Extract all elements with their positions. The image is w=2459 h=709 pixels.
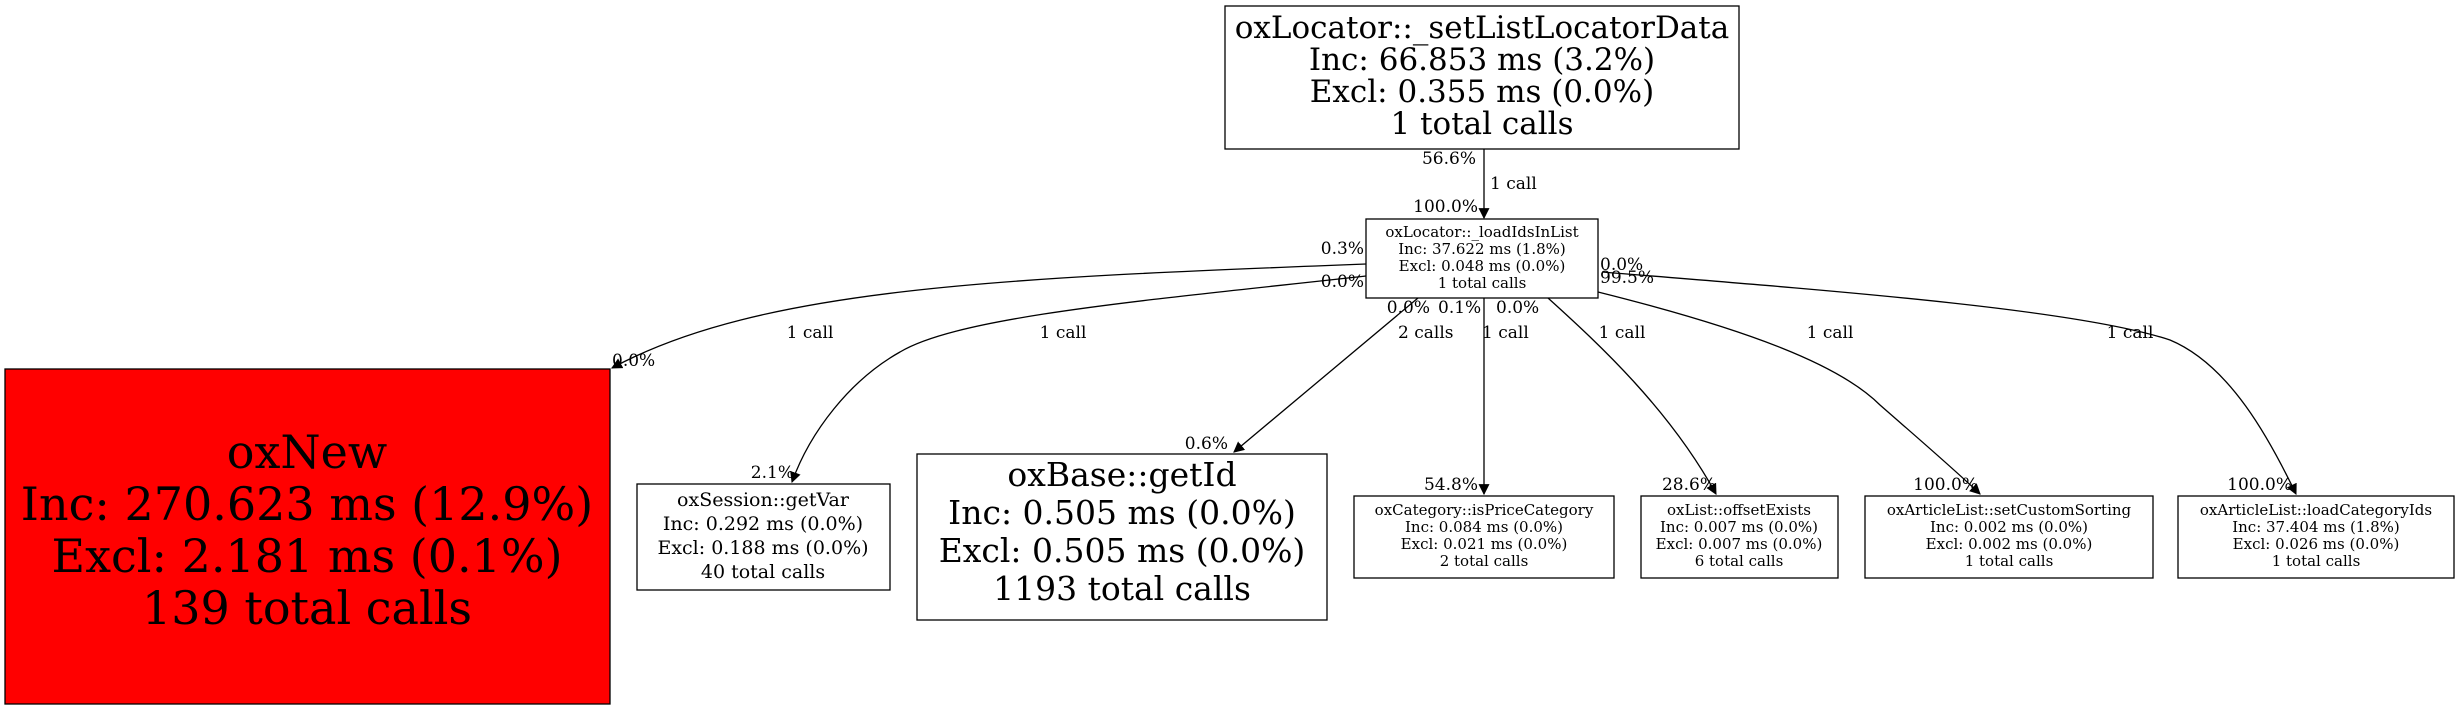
edge-loadcategoryids-calls-label: 1 call [2107, 323, 2154, 343]
node-getvar[interactable]: oxSession::getVar Inc: 0.292 ms (0.0%) E… [636, 483, 891, 591]
node-getid-calls: 1193 total calls [993, 569, 1251, 608]
node-getvar-calls: 40 total calls [701, 561, 825, 583]
node-getid-inc: Inc: 0.505 ms (0.0%) [948, 493, 1296, 532]
node-getid-name: oxBase::getId [1007, 455, 1236, 494]
node-ispricecategory[interactable]: oxCategory::isPriceCategory Inc: 0.084 m… [1353, 495, 1615, 579]
node-getid-excl: Excl: 0.505 ms (0.0%) [939, 531, 1306, 570]
node-getid[interactable]: oxBase::getId Inc: 0.505 ms (0.0%) Excl:… [916, 453, 1328, 621]
edge-labels: 56.6% 1 call 100.0% 0.3% 1 call 0.0% 0.0… [612, 149, 2292, 495]
node-loadcategoryids-inc: Inc: 37.404 ms (1.8%) [2232, 518, 2400, 536]
edge-ispricecategory-head-label: 54.8% [1424, 475, 1478, 495]
node-ispricecategory-excl: Excl: 0.021 ms (0.0%) [1401, 535, 1568, 553]
edge-offsetexists-tail-label: 0.0% [1496, 298, 1539, 318]
node-setcustomsorting-inc: Inc: 0.002 ms (0.0%) [1930, 518, 2088, 536]
node-root[interactable]: oxLocator::_setListLocatorData Inc: 66.8… [1224, 5, 1740, 150]
edge-ispricecategory-calls-label: 1 call [1482, 323, 1529, 343]
edge-getvar-tail-label: 0.0% [1321, 272, 1364, 292]
node-root-calls: 1 total calls [1391, 106, 1574, 142]
edge-loadcategoryids-tail-label: 99.5% [1600, 268, 1654, 288]
node-setcustomsorting-box [1864, 495, 2154, 579]
edge-root-tail-label: 56.6% [1422, 149, 1476, 169]
node-oxnew[interactable]: oxNew Inc: 270.623 ms (12.9%) Excl: 2.18… [4, 368, 611, 705]
edge-hub-to-setcustomsorting [1597, 291, 1981, 495]
node-offsetexists-calls: 6 total calls [1695, 552, 1784, 570]
edge-hub-to-getvar [790, 275, 1367, 484]
node-getvar-excl: Excl: 0.188 ms (0.0%) [657, 537, 868, 559]
edge-setcustomsorting-tail-label: 0.0% [1600, 255, 1643, 275]
edge-getid-tail-label: 0.0% [1387, 298, 1430, 318]
node-oxnew-box [4, 368, 611, 705]
edge-hub-to-loadcategoryids [1601, 271, 2297, 495]
node-hub[interactable]: oxLocator::_loadIdsInList Inc: 37.622 ms… [1365, 218, 1599, 299]
edge-oxnew-tail-label: 0.3% [1321, 239, 1364, 259]
edge-loadcategoryids-head-label: 100.0% [2227, 475, 2292, 495]
node-ispricecategory-box [1353, 495, 1615, 579]
node-hub-excl: Excl: 0.048 ms (0.0%) [1399, 257, 1566, 275]
node-loadcategoryids-box [2177, 495, 2455, 579]
node-root-excl: Excl: 0.355 ms (0.0%) [1310, 74, 1654, 110]
edge-offsetexists-head-label: 28.6% [1662, 475, 1716, 495]
node-loadcategoryids[interactable]: oxArticleList::loadCategoryIds Inc: 37.4… [2177, 495, 2455, 579]
node-setcustomsorting-calls: 1 total calls [1965, 552, 2054, 570]
node-oxnew-inc: Inc: 270.623 ms (12.9%) [21, 477, 593, 531]
node-getid-box [916, 453, 1328, 621]
edge-ispricecategory-tail-label: 0.1% [1438, 298, 1481, 318]
node-offsetexists-excl: Excl: 0.007 ms (0.0%) [1656, 535, 1823, 553]
edge-setcustomsorting-calls-label: 1 call [1807, 323, 1854, 343]
node-hub-inc: Inc: 37.622 ms (1.8%) [1398, 240, 1566, 258]
node-oxnew-calls: 139 total calls [142, 581, 472, 635]
node-offsetexists-box [1640, 495, 1839, 579]
node-root-name: oxLocator::_setListLocatorData [1235, 10, 1729, 46]
node-ispricecategory-inc: Inc: 0.084 ms (0.0%) [1405, 518, 1563, 536]
node-getvar-box [636, 483, 891, 591]
node-loadcategoryids-calls: 1 total calls [2272, 552, 2361, 570]
node-oxnew-excl: Excl: 2.181 ms (0.1%) [51, 529, 562, 583]
node-loadcategoryids-name: oxArticleList::loadCategoryIds [2200, 501, 2432, 519]
node-getvar-inc: Inc: 0.292 ms (0.0%) [663, 513, 863, 535]
node-setcustomsorting-name: oxArticleList::setCustomSorting [1887, 501, 2132, 519]
node-offsetexists[interactable]: oxList::offsetExists Inc: 0.007 ms (0.0%… [1640, 495, 1839, 579]
node-setcustomsorting[interactable]: oxArticleList::setCustomSorting Inc: 0.0… [1864, 495, 2154, 579]
node-ispricecategory-name: oxCategory::isPriceCategory [1375, 501, 1594, 519]
edge-getvar-head-label: 2.1% [751, 463, 794, 483]
edge-hub-to-getid [1233, 297, 1419, 453]
node-root-inc: Inc: 66.853 ms (3.2%) [1309, 42, 1655, 78]
node-setcustomsorting-excl: Excl: 0.002 ms (0.0%) [1926, 535, 2093, 553]
edges [611, 149, 2297, 496]
edge-root-head-label: 100.0% [1413, 197, 1478, 217]
edge-hub-to-offsetexists [1547, 297, 1717, 495]
edge-setcustomsorting-head-label: 100.0% [1913, 475, 1978, 495]
node-loadcategoryids-excl: Excl: 0.026 ms (0.0%) [2233, 535, 2400, 553]
edge-offsetexists-calls-label: 1 call [1599, 323, 1646, 343]
edge-getid-calls-label: 2 calls [1398, 323, 1453, 343]
edge-hub-to-oxnew [611, 263, 1367, 369]
node-oxnew-name: oxNew [227, 425, 387, 479]
node-hub-calls: 1 total calls [1438, 274, 1527, 292]
node-offsetexists-inc: Inc: 0.007 ms (0.0%) [1660, 518, 1818, 536]
node-hub-name: oxLocator::_loadIdsInList [1385, 223, 1578, 241]
edge-root-calls-label: 1 call [1490, 174, 1537, 194]
node-ispricecategory-calls: 2 total calls [1440, 552, 1529, 570]
node-offsetexists-name: oxList::offsetExists [1667, 501, 1811, 519]
edge-oxnew-head-label: 0.0% [612, 351, 655, 371]
edge-oxnew-calls-label: 1 call [787, 323, 834, 343]
edge-getid-head-label: 0.6% [1185, 434, 1228, 454]
edge-getvar-calls-label: 1 call [1040, 323, 1087, 343]
node-getvar-name: oxSession::getVar [677, 489, 850, 511]
